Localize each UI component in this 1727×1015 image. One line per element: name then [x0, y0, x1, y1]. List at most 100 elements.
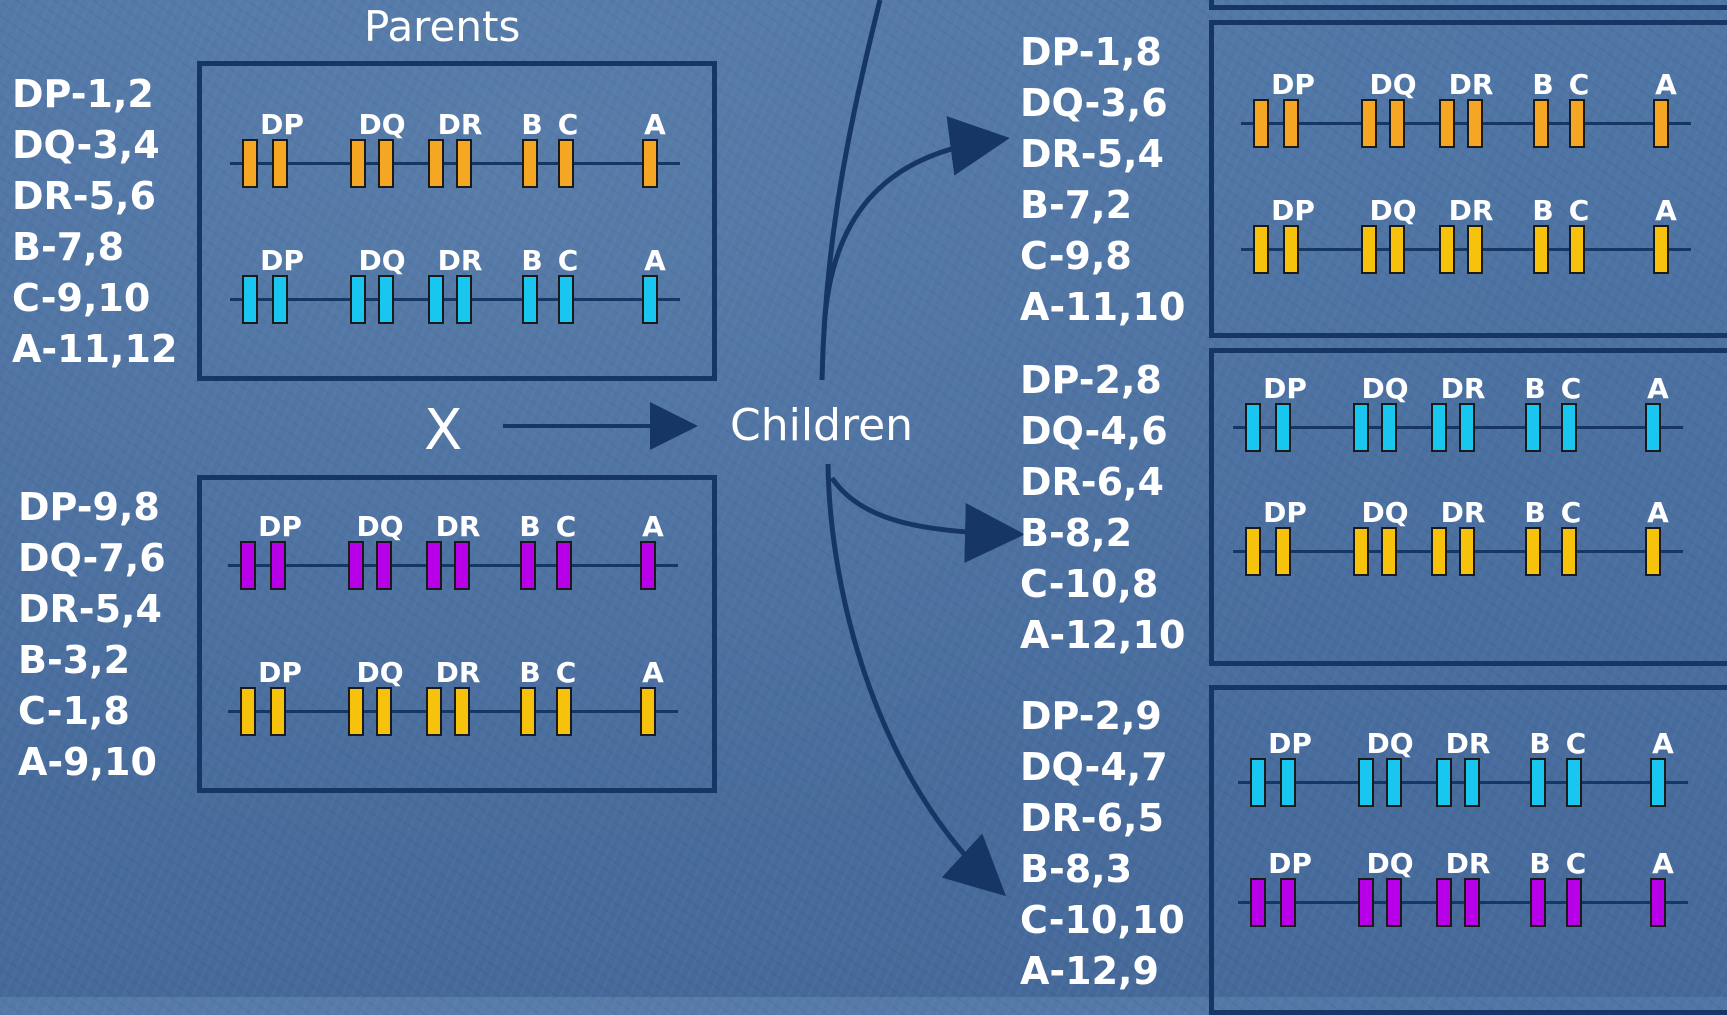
gene-label: A-11,12 [12, 327, 178, 371]
allele-bar-dp [1253, 99, 1269, 148]
allele-bar-b [1530, 758, 1546, 807]
allele-bar-c [1569, 225, 1585, 274]
gene-label: A-11,10 [1020, 285, 1186, 329]
locus-label-a: A [1655, 68, 1677, 101]
locus-label-a: A [644, 244, 666, 277]
chromosome-line [1233, 550, 1683, 553]
allele-bar-dr [428, 275, 444, 324]
child3-gene-list: DP-2,9 DQ-4,7 DR-6,5 B-8,3 C-10,10 A-12,… [1020, 691, 1185, 997]
parent2-box [197, 475, 717, 793]
allele-bar-dq [350, 139, 366, 188]
allele-bar-dp [242, 139, 258, 188]
locus-label-dp: DP [1271, 68, 1315, 101]
allele-bar-dq [378, 139, 394, 188]
allele-bar-dr [1431, 403, 1447, 452]
locus-label-b: B [1529, 847, 1551, 880]
allele-bar-dr [456, 275, 472, 324]
locus-label-b: B [1532, 194, 1554, 227]
allele-bar-b [1525, 527, 1541, 576]
allele-bar-a [642, 139, 658, 188]
allele-bar-dr [1467, 225, 1483, 274]
gene-label: DQ-4,6 [1020, 409, 1168, 453]
locus-label-dr: DR [435, 510, 481, 543]
allele-bar-c [1569, 99, 1585, 148]
allele-bar-dq [350, 275, 366, 324]
locus-label-a: A [642, 510, 664, 543]
allele-bar-c [558, 275, 574, 324]
locus-label-a: A [1647, 372, 1669, 405]
allele-bar-dr [426, 541, 442, 590]
parents-title: Parents [364, 2, 521, 51]
locus-label-a: A [644, 108, 666, 141]
gene-label: DQ-7,6 [18, 536, 166, 580]
allele-bar-dp [272, 275, 288, 324]
allele-bar-b [1533, 99, 1549, 148]
allele-bar-a [640, 687, 656, 736]
arrow-to-child1 [821, 116, 1010, 331]
allele-bar-b [522, 275, 538, 324]
locus-label-a: A [642, 656, 664, 689]
allele-bar-dq [1361, 99, 1377, 148]
allele-bar-dp [1275, 527, 1291, 576]
allele-bar-dq [348, 541, 364, 590]
allele-bar-a [642, 275, 658, 324]
parent2-gene-list: DP-9,8 DQ-7,6 DR-5,4 B-3,2 C-1,8 A-9,10 [18, 482, 166, 788]
allele-bar-dq [348, 687, 364, 736]
children-label: Children [730, 400, 914, 451]
allele-bar-dq [1358, 758, 1374, 807]
locus-label-b: B [521, 244, 543, 277]
allele-bar-dp [1245, 527, 1261, 576]
allele-bar-dp [240, 687, 256, 736]
allele-bar-a [1645, 527, 1661, 576]
child2-box [1209, 348, 1727, 666]
locus-label-a: A [1647, 496, 1669, 529]
locus-label-dq: DQ [1361, 496, 1409, 529]
allele-bar-dp [1280, 878, 1296, 927]
allele-bar-c [556, 687, 572, 736]
allele-bar-dq [1386, 758, 1402, 807]
locus-label-dr: DR [437, 108, 483, 141]
locus-label-c: C [555, 510, 577, 543]
gene-label: B-7,8 [12, 225, 125, 269]
locus-label-dr: DR [437, 244, 483, 277]
allele-bar-a [1650, 758, 1666, 807]
gene-label: DQ-4,7 [1020, 745, 1168, 789]
locus-label-dr: DR [1445, 847, 1491, 880]
locus-label-b: B [519, 510, 541, 543]
locus-label-a: A [1655, 194, 1677, 227]
locus-label-dr: DR [1448, 68, 1494, 101]
allele-bar-dp [242, 275, 258, 324]
parent1-box [197, 61, 717, 381]
allele-bar-dq [1353, 403, 1369, 452]
allele-bar-dq [1386, 878, 1402, 927]
locus-label-c: C [555, 656, 577, 689]
child1-box [1209, 20, 1727, 338]
gene-label: DP-2,8 [1020, 358, 1162, 402]
locus-label-c: C [557, 108, 579, 141]
locus-label-dp: DP [1263, 372, 1307, 405]
locus-label-dp: DP [258, 656, 302, 689]
allele-bar-dp [1250, 878, 1266, 927]
allele-bar-c [1561, 527, 1577, 576]
allele-bar-dq [376, 687, 392, 736]
allele-bar-dp [1275, 403, 1291, 452]
allele-bar-c [1566, 758, 1582, 807]
allele-bar-c [1561, 403, 1577, 452]
chromosome-line [228, 564, 678, 567]
locus-label-dp: DP [260, 108, 304, 141]
allele-bar-dp [270, 541, 286, 590]
gene-label: B-8,2 [1020, 511, 1133, 555]
allele-bar-dp [270, 687, 286, 736]
gene-label: A-12,10 [1020, 613, 1186, 657]
chromosome-line [1238, 781, 1688, 784]
gene-label: DP-9,8 [18, 485, 160, 529]
locus-label-dq: DQ [1369, 68, 1417, 101]
bottom-bracket-curve [825, 463, 1007, 897]
locus-label-c: C [1560, 496, 1582, 529]
gene-label: C-9,8 [1020, 234, 1132, 278]
locus-label-c: C [1568, 68, 1590, 101]
gene-label: DQ-3,6 [1020, 81, 1168, 125]
allele-bar-dq [1381, 527, 1397, 576]
gene-label: DR-5,4 [1020, 132, 1164, 176]
parent1-gene-list: DP-1,2 DQ-3,4 DR-5,6 B-7,8 C-9,10 A-11,1… [12, 69, 177, 375]
